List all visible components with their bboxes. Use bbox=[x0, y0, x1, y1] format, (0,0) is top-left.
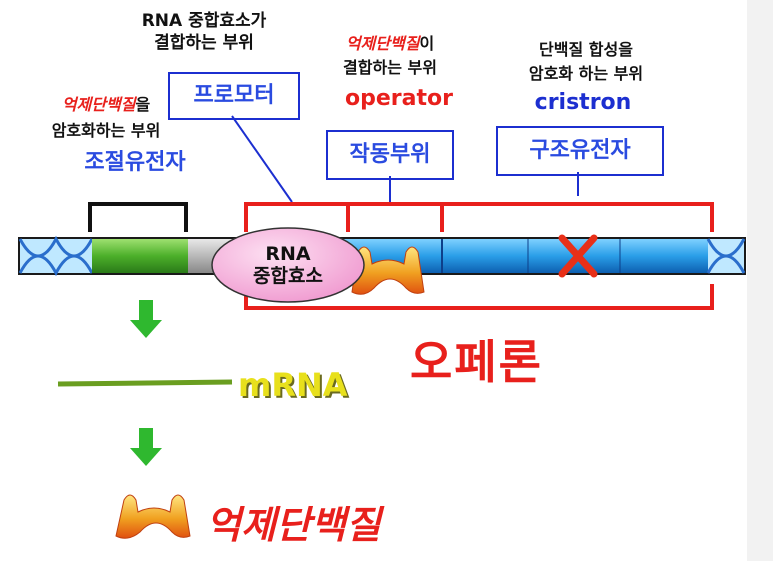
regulator-gene-term: 조절유전자 bbox=[84, 150, 186, 175]
regulator-code-red: 억제단백질 bbox=[61, 95, 136, 114]
repressor-label: 억제단백질 bbox=[206, 503, 381, 547]
rna-pol-site-label: RNA 중합효소가 결합하는 부위 bbox=[118, 10, 290, 54]
arrow-down-icon-2 bbox=[130, 428, 162, 466]
regulator-code-label: 억제단백질을 암호화하는 부위 bbox=[26, 92, 186, 144]
regulator-code-black: 을 bbox=[135, 95, 151, 114]
inhibitor-bind-black: 이 bbox=[419, 34, 435, 53]
protein-code-line2: 암호화 하는 부위 bbox=[528, 64, 644, 83]
mrna-strand bbox=[57, 379, 233, 387]
side-strip bbox=[747, 0, 773, 561]
rna-pol-site-line2: 결합하는 부위 bbox=[154, 33, 254, 53]
structural-gene-box: 구조유전자 bbox=[496, 126, 664, 176]
mrna-label: mRNA bbox=[238, 366, 348, 404]
rna-polymerase-label: RNA 중합효소 bbox=[218, 243, 358, 287]
inhibitor-bind-label: 억제단백질이 결합하는 부위 bbox=[326, 32, 454, 80]
protein-code-label: 단백질 합성을 암호화 하는 부위 bbox=[500, 38, 672, 86]
rna-polymerase-line1: RNA bbox=[265, 243, 311, 265]
operator-box: 작동부위 bbox=[326, 130, 454, 180]
rna-pol-site-line1: RNA 중합효소가 bbox=[141, 11, 267, 31]
regulator-bracket bbox=[88, 202, 188, 232]
regulator-code-line2: 암호화하는 부위 bbox=[51, 121, 161, 140]
protein-code-line1: 단백질 합성을 bbox=[539, 40, 633, 59]
arrow-down-icon-1 bbox=[130, 300, 162, 338]
promoter-connector bbox=[231, 115, 293, 203]
operator-bracket bbox=[348, 202, 444, 232]
promoter-bracket bbox=[244, 202, 350, 232]
rna-polymerase-line2: 중합효소 bbox=[253, 265, 323, 287]
structural-bracket bbox=[442, 202, 714, 232]
promoter-box: 프로모터 bbox=[168, 72, 300, 120]
blocked-x-icon bbox=[558, 234, 598, 278]
repressor-protein-icon bbox=[115, 494, 191, 539]
inhibitor-bind-red: 억제단백질 bbox=[345, 34, 420, 53]
rna-polymerase-icon bbox=[211, 227, 365, 303]
operator-term: operator bbox=[345, 86, 453, 111]
operon-label: 오페론 bbox=[410, 335, 543, 389]
cistron-term: cristron bbox=[534, 90, 632, 115]
inhibitor-bind-line2: 결합하는 부위 bbox=[343, 58, 437, 77]
repressor-on-operator-icon bbox=[351, 246, 425, 295]
